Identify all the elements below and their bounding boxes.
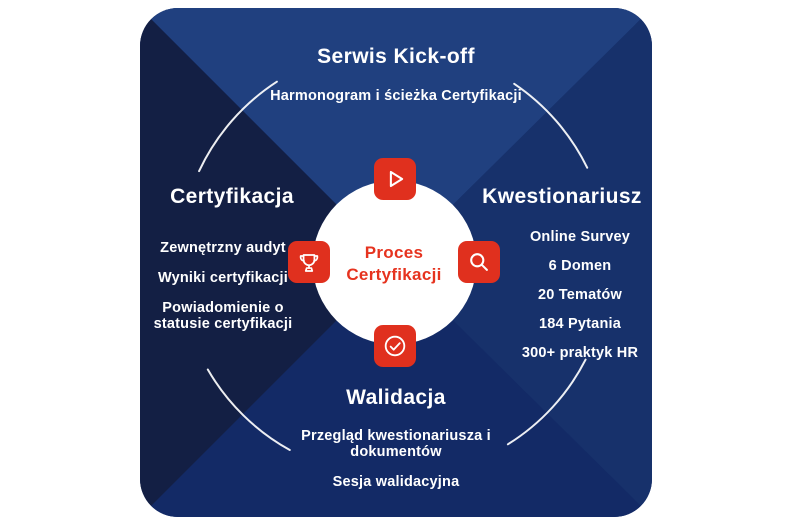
hub-title-line2: Certyfikacji (346, 265, 442, 284)
left-quadrant (140, 8, 395, 517)
list-item: 184 Pytania (539, 316, 621, 332)
list-item: Zewnętrzny audyt (160, 240, 286, 256)
kickoff-badge (374, 158, 416, 200)
search-icon (470, 253, 488, 271)
kickoff-item: Harmonogram i ścieżka Certyfikacji (270, 88, 522, 104)
validation-badge (374, 325, 416, 367)
hub-title: Proces Certyfikacji (294, 242, 494, 286)
arc-bottom-left (206, 368, 291, 451)
arc-top-left (198, 80, 278, 173)
list-item: 20 Tematów (538, 287, 622, 303)
hub-circle (312, 180, 477, 345)
list-item: Sesja walidacyjna (332, 474, 460, 490)
top-quadrant (140, 8, 652, 263)
trophy-icon (299, 254, 319, 272)
check-icon (384, 335, 406, 357)
questionnaire-items: Online Survey 6 Domen 20 Tematów 184 Pyt… (490, 229, 652, 361)
certification-items: Zewnętrzny audyt Wyniki certyfikacji Pow… (140, 240, 306, 332)
list-item: 6 Domen (548, 258, 612, 274)
cycle-arcs (198, 80, 589, 451)
questionnaire-badge (458, 241, 500, 283)
list-item: Przegląd kwestionariusza i dokumentów (301, 428, 491, 460)
arc-bottom-right (506, 358, 587, 446)
section-title-questionnaire: Kwestionariusz (482, 185, 642, 208)
section-title-kickoff: Serwis Kick-off (317, 45, 475, 68)
hub-title-line1: Proces (364, 243, 424, 262)
play-icon (389, 170, 404, 188)
section-title-certification: Certyfikacja (170, 185, 294, 208)
certification-badge (288, 241, 330, 283)
list-item: Powiadomienie o statusie certyfikacji (153, 300, 293, 332)
process-diagram-card: Proces Certyfikacji (140, 8, 652, 517)
arc-top-right (513, 82, 589, 169)
list-item: Online Survey (529, 229, 631, 245)
section-title-validation: Walidacja (346, 386, 446, 409)
list-item: 300+ praktyk HR (521, 345, 639, 361)
right-quadrant (394, 8, 652, 517)
list-item: Wyniki certyfikacji (157, 270, 289, 286)
bottom-quadrant (140, 262, 652, 517)
diagram-background (140, 8, 652, 517)
